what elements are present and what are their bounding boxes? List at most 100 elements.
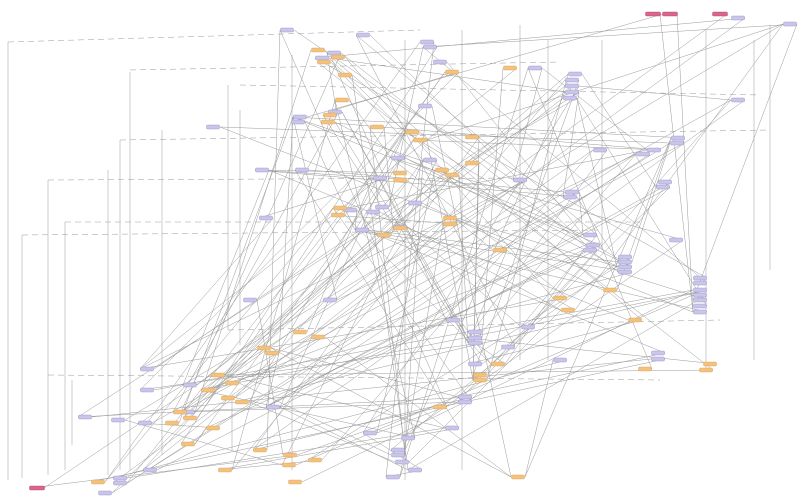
service-node[interactable]: [583, 247, 597, 253]
resource-node[interactable]: [405, 129, 419, 135]
service-node[interactable]: [468, 340, 482, 346]
service-node[interactable]: [693, 280, 707, 286]
service-node[interactable]: [113, 480, 127, 486]
service-node[interactable]: [138, 420, 152, 426]
service-node[interactable]: [391, 447, 405, 453]
service-node[interactable]: [651, 350, 665, 356]
service-node[interactable]: [266, 404, 280, 410]
service-node[interactable]: [356, 32, 370, 38]
service-node[interactable]: [366, 209, 380, 215]
service-node[interactable]: [593, 147, 607, 153]
service-node[interactable]: [395, 459, 409, 465]
resource-node[interactable]: [311, 334, 325, 340]
service-node[interactable]: [423, 44, 437, 50]
service-node[interactable]: [143, 467, 157, 473]
service-node[interactable]: [731, 15, 745, 21]
resource-node[interactable]: [265, 350, 279, 356]
service-node[interactable]: [565, 189, 579, 195]
service-node[interactable]: [363, 430, 377, 436]
resource-node[interactable]: [183, 415, 197, 421]
resource-node[interactable]: [335, 97, 349, 103]
service-node[interactable]: [140, 366, 154, 372]
resource-node[interactable]: [699, 367, 713, 373]
service-node[interactable]: [386, 474, 400, 480]
entry-node[interactable]: [712, 11, 728, 17]
service-node[interactable]: [280, 27, 294, 33]
service-node[interactable]: [693, 287, 707, 293]
resource-node[interactable]: [377, 232, 391, 238]
resource-node[interactable]: [493, 247, 507, 253]
resource-node[interactable]: [225, 380, 239, 386]
service-node[interactable]: [669, 237, 683, 243]
service-node[interactable]: [618, 254, 632, 260]
resource-node[interactable]: [638, 366, 652, 372]
service-node[interactable]: [315, 55, 329, 61]
service-node[interactable]: [618, 259, 632, 265]
service-node[interactable]: [111, 417, 125, 423]
service-node[interactable]: [693, 303, 707, 309]
service-node[interactable]: [670, 140, 684, 146]
resource-node[interactable]: [473, 377, 487, 383]
resource-node[interactable]: [165, 420, 179, 426]
service-node[interactable]: [458, 399, 472, 405]
service-node[interactable]: [445, 425, 459, 431]
service-node[interactable]: [618, 269, 632, 275]
service-node[interactable]: [656, 184, 670, 190]
service-node[interactable]: [693, 292, 707, 298]
resource-node[interactable]: [235, 399, 249, 405]
service-node[interactable]: [651, 356, 665, 362]
resource-node[interactable]: [211, 372, 225, 378]
entry-node[interactable]: [645, 11, 661, 17]
service-node[interactable]: [618, 264, 632, 270]
service-node[interactable]: [423, 157, 437, 163]
resource-node[interactable]: [323, 112, 337, 118]
resource-node[interactable]: [393, 225, 407, 231]
service-node[interactable]: [636, 151, 650, 157]
resource-node[interactable]: [173, 409, 187, 415]
service-node[interactable]: [583, 232, 597, 238]
service-node[interactable]: [291, 119, 305, 125]
resource-node[interactable]: [553, 295, 567, 301]
service-node[interactable]: [408, 200, 422, 206]
resource-node[interactable]: [283, 452, 297, 458]
resource-node[interactable]: [465, 160, 479, 166]
service-node[interactable]: [693, 309, 707, 315]
service-node[interactable]: [658, 179, 672, 185]
service-node[interactable]: [391, 155, 405, 161]
resource-node[interactable]: [317, 59, 331, 65]
service-node[interactable]: [408, 467, 422, 473]
service-node[interactable]: [206, 124, 220, 130]
service-node[interactable]: [731, 97, 745, 103]
resource-node[interactable]: [433, 404, 447, 410]
resource-node[interactable]: [257, 345, 271, 351]
service-node[interactable]: [458, 394, 472, 400]
service-node[interactable]: [323, 297, 337, 303]
service-node[interactable]: [501, 344, 515, 350]
service-node[interactable]: [513, 177, 527, 183]
resource-node[interactable]: [393, 170, 407, 176]
resource-node[interactable]: [465, 134, 479, 140]
service-node[interactable]: [375, 204, 389, 210]
resource-node[interactable]: [282, 462, 296, 468]
service-node[interactable]: [391, 452, 405, 458]
resource-node[interactable]: [443, 215, 457, 221]
resource-node[interactable]: [561, 307, 575, 313]
service-node[interactable]: [468, 329, 482, 335]
entry-node[interactable]: [662, 11, 678, 17]
resource-node[interactable]: [253, 447, 267, 453]
resource-node[interactable]: [628, 317, 642, 323]
service-node[interactable]: [568, 71, 582, 77]
service-node[interactable]: [433, 59, 447, 65]
service-node[interactable]: [563, 95, 577, 101]
service-node[interactable]: [468, 361, 482, 367]
resource-node[interactable]: [445, 172, 459, 178]
resource-node[interactable]: [308, 457, 322, 463]
resource-node[interactable]: [311, 47, 325, 53]
service-node[interactable]: [671, 135, 685, 141]
resource-node[interactable]: [473, 372, 487, 378]
service-node[interactable]: [693, 275, 707, 281]
resource-node[interactable]: [443, 221, 457, 227]
service-node[interactable]: [113, 475, 127, 481]
resource-node[interactable]: [435, 167, 449, 173]
resource-node[interactable]: [703, 361, 717, 367]
